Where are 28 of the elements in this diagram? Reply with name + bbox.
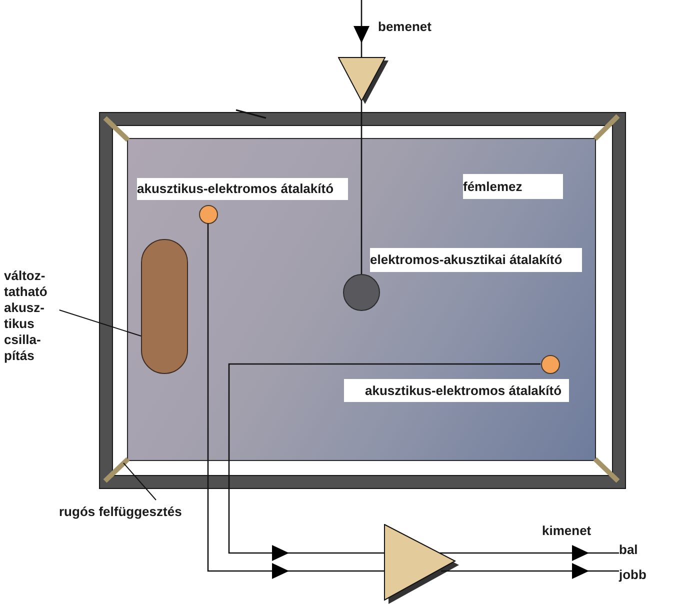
text-label: kimenet [542, 523, 592, 539]
exciter-disc [342, 274, 380, 311]
callout-text: változ- tatható akusz- tikus csilla- pítás [4, 268, 48, 364]
arrow [207, 224, 384, 579]
arrow [228, 363, 540, 561]
metal-plate [127, 138, 596, 461]
frame-border [99, 112, 626, 489]
pickup-dot [540, 354, 560, 374]
arrow [441, 563, 619, 579]
spring-bar [593, 114, 620, 141]
callout-text: rugós felfüggesztés [59, 504, 182, 520]
leader-line [123, 462, 156, 500]
transducer-label: akusztikus-elektromos átalakító [137, 178, 348, 200]
arrow [354, 0, 370, 58]
arrow [440, 545, 619, 561]
plate-label: fémlemez [463, 174, 563, 199]
transducer-label: akusztikus-elektromos átalakító [344, 379, 569, 402]
pickup-dot [198, 204, 218, 224]
amplifier-symbol [338, 57, 389, 105]
amplifier-symbol [384, 524, 460, 605]
spring-bar [103, 116, 130, 142]
output-label: jobb [619, 567, 646, 583]
spring-bar [103, 457, 130, 483]
output-label: bal [619, 542, 638, 558]
damping-pad [141, 239, 188, 374]
spring-bar [593, 457, 620, 483]
wire [360, 101, 362, 274]
transducer-label: elektromos-akusztikai átalakító [370, 248, 582, 272]
